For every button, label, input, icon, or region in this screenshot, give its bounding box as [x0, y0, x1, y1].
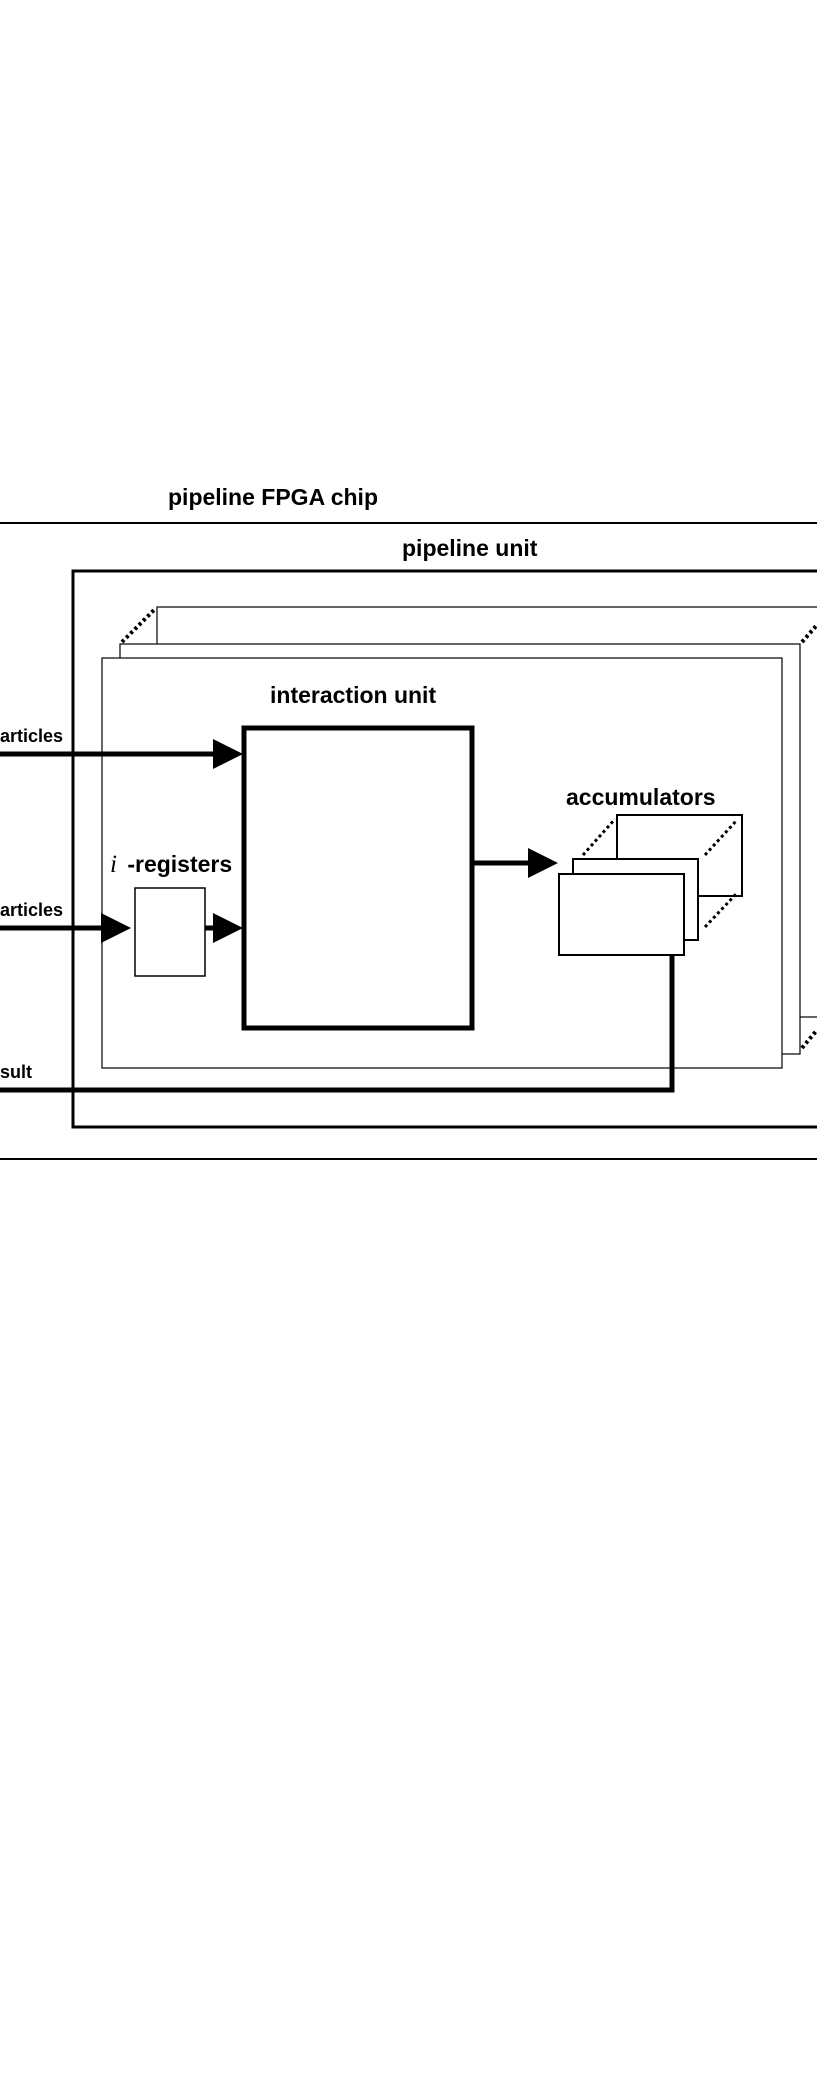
particles-mid-label: articles	[0, 900, 63, 920]
pipeline-unit-title: pipeline unit	[402, 535, 538, 561]
particles-top-label: articles	[0, 726, 63, 746]
i-registers-suffix: -registers	[127, 851, 232, 877]
interaction-unit-box	[241, 725, 475, 1031]
stack-dots-top-left	[120, 608, 156, 644]
chip-title: pipeline FPGA chip	[168, 484, 378, 510]
result-label: sult	[0, 1062, 32, 1082]
accumulator-dots-bottom-right	[703, 891, 739, 929]
i-registers-label: i -registers	[110, 851, 232, 878]
result-line	[0, 955, 675, 1093]
interaction-unit-title: interaction unit	[270, 682, 436, 708]
i-registers-box	[134, 887, 206, 977]
stack-dots-top-right	[800, 623, 817, 644]
i-registers-italic-i: i	[110, 851, 117, 878]
stack-dots-bottom-right	[800, 1028, 817, 1050]
accumulator-front	[558, 873, 685, 956]
accumulators-title: accumulators	[566, 784, 716, 810]
accumulator-dots-top-right	[703, 818, 739, 857]
accumulator-dots-top-left	[581, 818, 617, 856]
pipeline-unit-box	[71, 569, 817, 1129]
